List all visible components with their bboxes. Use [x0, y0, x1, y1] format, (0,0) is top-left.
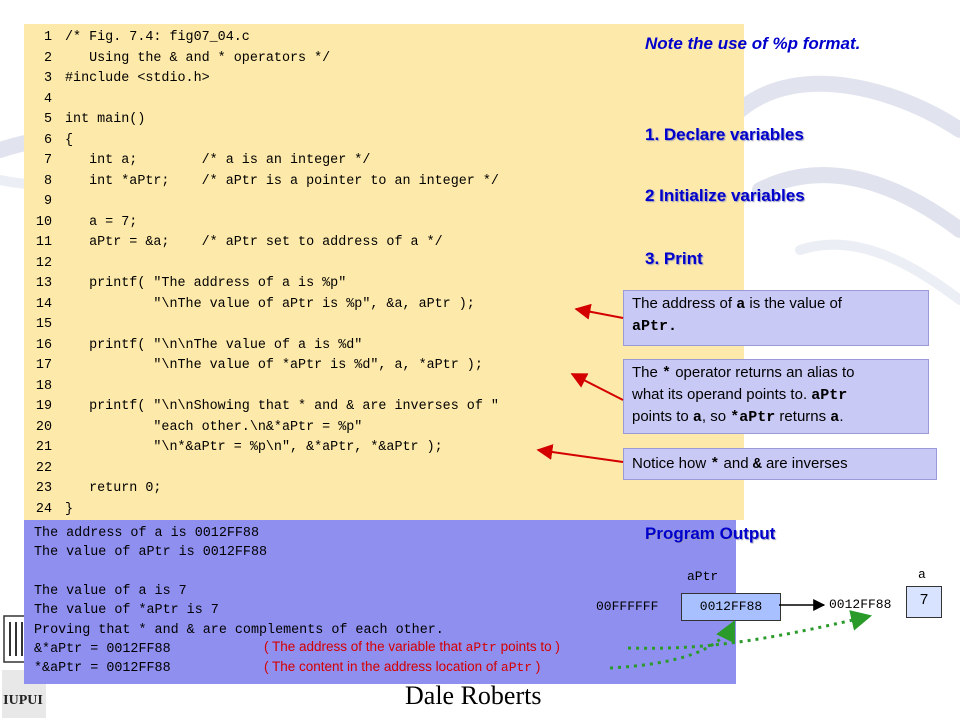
code-line: 6{: [24, 131, 73, 151]
code-listing-panel: 1 /* Fig. 7.4: fig07_04.c 2 Using the & an…: [24, 24, 744, 520]
a-memory-cell: 7: [906, 586, 942, 618]
code-text: printf( "\n\nThe value of a is %d": [65, 337, 363, 353]
note-address-pointed-to: ( The address of the variable that aPtr …: [264, 639, 560, 655]
code-line: 15: [24, 315, 65, 335]
callout-star-operator: The * operator returns an alias to what …: [623, 359, 929, 434]
line-number: 17: [35, 358, 52, 373]
line-number: 6: [43, 132, 52, 148]
line-number: 22: [35, 460, 52, 476]
line-number: 14: [35, 296, 52, 312]
code-text: #include <stdio.h>: [65, 71, 210, 86]
author-name: Dale Roberts: [405, 681, 542, 710]
output-line: *&aPtr = 0012FF88: [34, 661, 171, 677]
line-number: 19: [35, 399, 52, 414]
line-number: 4: [43, 91, 52, 107]
line-number: 20: [35, 419, 52, 435]
code-line: 8 int *aPtr; /* aPtr is a pointer to an …: [24, 172, 499, 192]
line-number: 8: [43, 173, 52, 189]
step-initialize-variables: 2 Initialize variables: [645, 186, 805, 205]
code-text: "each other.\n&*aPtr = %p": [65, 419, 363, 435]
code-text: int *aPtr; /* aPtr is a pointer to an in…: [65, 173, 499, 189]
code-text: /* Fig. 7.4: fig07_04.c: [65, 30, 250, 45]
line-number: 9: [43, 194, 52, 209]
code-line: 3 #include <stdio.h>: [24, 69, 210, 89]
line-number: 24: [35, 501, 52, 517]
code-line: 7 int a; /* a is an integer */: [24, 151, 370, 171]
line-number: 7: [43, 153, 52, 168]
a-address: 0012FF88: [829, 597, 892, 612]
line-number: 16: [35, 337, 52, 353]
code-text: printf( "\n\nShowing that * and & are in…: [65, 399, 499, 414]
output-line: &*aPtr = 0012FF88: [34, 641, 171, 657]
program-output-label: Program Output: [645, 524, 776, 543]
code-line: 9: [24, 192, 65, 212]
code-text: Using the & and * operators */: [65, 50, 331, 66]
line-number: 23: [35, 481, 52, 496]
line-number: 10: [35, 214, 52, 230]
step-declare-variables: 1. Declare variables: [645, 125, 804, 144]
code-text: "\nThe value of aPtr is %p", &a, aPtr );: [65, 296, 475, 312]
output-line: Proving that * and & are complements of …: [34, 622, 444, 638]
code-text: }: [65, 501, 74, 517]
line-number: 12: [35, 255, 52, 271]
line-number: 21: [35, 440, 52, 455]
code-line: 11 aPtr = &a; /* aPtr set to address of …: [24, 233, 443, 253]
output-line: The value of aPtr is 0012FF88: [34, 545, 268, 561]
code-text: return 0;: [65, 481, 162, 496]
line-number: 11: [35, 235, 52, 250]
output-line: The value of *aPtr is 7: [34, 603, 219, 619]
line-number: 2: [43, 50, 52, 66]
code-text: printf( "The address of a is %p": [65, 276, 347, 291]
line-number: 1: [43, 30, 52, 45]
line-number: 3: [43, 71, 52, 86]
code-line: 13 printf( "The address of a is %p": [24, 274, 346, 294]
format-note: Note the use of %p format.: [645, 34, 861, 53]
code-line: 17 "\nThe value of *aPtr is %d", a, *aPt…: [24, 356, 483, 376]
code-text: int main(): [65, 112, 146, 127]
logo-text: IUPUI: [3, 693, 43, 708]
code-line: 24}: [24, 500, 73, 520]
note-content-at-address: ( The content in the address location of…: [264, 659, 541, 675]
callout-address-of-a: The address of a is the value of aPtr.: [623, 290, 929, 346]
code-line: 23 return 0;: [24, 479, 162, 499]
callout-inverses: Notice how * and & are inverses: [623, 448, 937, 480]
aptr-address: 00FFFFFF: [596, 599, 659, 614]
code-line: 12: [24, 254, 65, 274]
code-text: "\n*&aPtr = %p\n", &*aPtr, *&aPtr );: [65, 440, 443, 455]
code-line: 20 "each other.\n&*aPtr = %p": [24, 418, 362, 438]
output-line: The value of a is 7: [34, 583, 187, 599]
line-number: 13: [35, 276, 52, 291]
step-print: 3. Print: [645, 249, 703, 268]
code-line: 4: [24, 90, 65, 110]
code-line: 18: [24, 377, 65, 397]
code-text: int a; /* a is an integer */: [65, 153, 371, 168]
aptr-memory-cell: 0012FF88: [681, 593, 781, 621]
code-text: "\nThe value of *aPtr is %d", a, *aPtr )…: [65, 358, 483, 373]
code-line: 2 Using the & and * operators */: [24, 49, 330, 69]
line-number: 15: [35, 317, 52, 332]
code-text: a = 7;: [65, 214, 138, 230]
code-line: 16 printf( "\n\nThe value of a is %d": [24, 336, 362, 356]
code-text: {: [65, 132, 74, 148]
output-line: The address of a is 0012FF88: [34, 526, 259, 541]
code-line: 14 "\nThe value of aPtr is %p", &a, aPtr…: [24, 295, 475, 315]
line-number: 18: [35, 378, 52, 394]
code-line: 19 printf( "\n\nShowing that * and & are…: [24, 397, 499, 417]
code-line: 22: [24, 459, 65, 479]
line-number: 5: [43, 112, 52, 127]
a-label: a: [918, 567, 926, 582]
code-line: 1 /* Fig. 7.4: fig07_04.c: [24, 28, 250, 48]
code-text: aPtr = &a; /* aPtr set to address of a *…: [65, 235, 443, 250]
code-line: 21 "\n*&aPtr = %p\n", &*aPtr, *&aPtr );: [24, 438, 443, 458]
code-line: 10 a = 7;: [24, 213, 137, 233]
code-line: 5 int main(): [24, 110, 145, 130]
aptr-label: aPtr: [687, 569, 719, 584]
